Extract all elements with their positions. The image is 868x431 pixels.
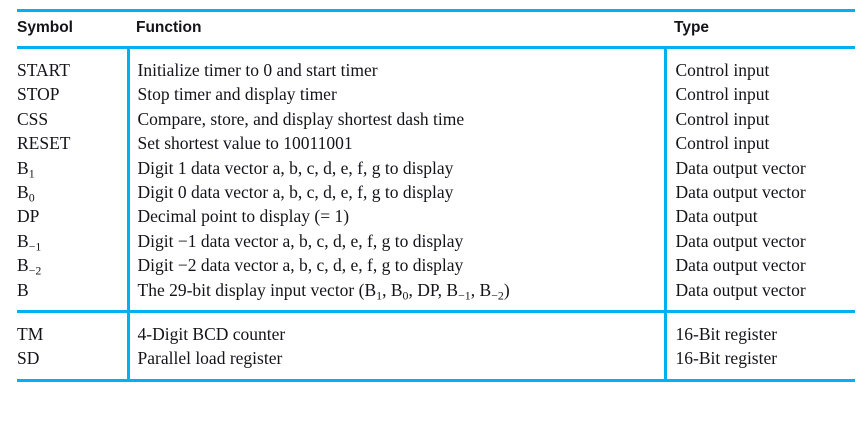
table-row: B1 Digit 1 data vector a, b, c, d, e, f, …	[17, 155, 855, 181]
cell-type: Data output vector	[663, 155, 855, 181]
column-header-function: Function	[136, 19, 202, 36]
cell-type: Data output vector	[663, 180, 855, 205]
cell-symbol: STOP	[17, 84, 60, 105]
table-row: B0 Digit 0 data vector a, b, c, d, e, f, …	[17, 180, 855, 205]
cell-symbol: B	[17, 279, 29, 300]
cell-function: 4-Digit BCD counter	[126, 322, 665, 347]
cell-type: Control input	[663, 82, 855, 107]
cell-symbol: B0	[17, 182, 35, 205]
section-top-spacer	[17, 49, 855, 58]
cell-function: Stop timer and display timer	[126, 82, 665, 107]
cell-function: Decimal point to display (= 1)	[126, 204, 665, 229]
cell-symbol: B1	[17, 157, 35, 180]
cell-symbol: B−2	[17, 255, 42, 278]
cell-function: Digit −1 data vector a, b, c, d, e, f, g…	[126, 228, 665, 254]
symbol-function-type-table: Symbol Function Type START Initialize tim…	[17, 9, 855, 383]
column-header-symbol: Symbol	[17, 19, 73, 36]
table-row: B The 29-bit display input vector (B1, B0…	[17, 277, 855, 303]
symbol-subscript: −1	[28, 239, 42, 254]
cell-symbol: TM	[17, 324, 44, 345]
section2-top-spacer	[17, 313, 855, 323]
cell-symbol: START	[17, 60, 70, 80]
inline-subscript: −1	[458, 287, 471, 302]
table-section-control-and-data: START Initialize timer to 0 and start tim…	[17, 49, 855, 303]
cell-type: Data output vector	[663, 228, 855, 254]
cell-function: Digit 1 data vector a, b, c, d, e, f, g …	[126, 155, 665, 181]
cell-function: The 29-bit display input vector (B1, B0,…	[126, 277, 665, 303]
cell-type: Data output vector	[663, 253, 855, 278]
spec-table-container: Symbol Function Type START Initialize tim…	[17, 9, 855, 383]
table-row: DP Decimal point to display (= 1)Data out…	[17, 204, 855, 229]
column-header-type: Type	[674, 19, 710, 36]
symbol-subscript: −2	[28, 263, 42, 278]
table-row: B−1 Digit −1 data vector a, b, c, d, e, f…	[17, 228, 855, 254]
section-separator-rule	[17, 310, 855, 314]
section-bottom-spacer	[17, 302, 855, 312]
table-row: START Initialize timer to 0 and start tim…	[17, 58, 855, 83]
inline-subscript: −2	[491, 287, 504, 302]
cell-symbol: SD	[17, 348, 40, 369]
cell-type: Control input	[663, 131, 855, 156]
header-separator-rule	[17, 46, 855, 50]
cell-function: Initialize timer to 0 and start timer	[126, 58, 665, 83]
cell-symbol: DP	[17, 206, 40, 227]
symbol-subscript: 0	[28, 190, 35, 205]
cell-type: Control input	[663, 106, 855, 132]
inline-subscript: 0	[402, 287, 409, 302]
cell-symbol: CSS	[17, 108, 49, 129]
cell-symbol: B−1	[17, 230, 42, 254]
table-footer-group	[17, 370, 855, 383]
section2-bottom-spacer	[17, 370, 855, 381]
cell-function: Digit −2 data vector a, b, c, d, e, f, g…	[126, 253, 665, 278]
table-row: B−2 Digit −2 data vector a, b, c, d, e, f…	[17, 253, 855, 278]
cell-function: Digit 0 data vector a, b, c, d, e, f, g …	[126, 180, 665, 205]
cell-type: Control input	[663, 58, 855, 83]
inline-subscript: 1	[376, 287, 383, 302]
cell-type: 16-Bit register	[663, 346, 855, 371]
cell-function: Compare, store, and display shortest das…	[126, 106, 665, 132]
cell-function: Set shortest value to 10011001	[126, 131, 665, 156]
cell-type: Data output vector	[663, 277, 855, 303]
symbol-subscript: 1	[28, 165, 35, 180]
cell-type: 16-Bit register	[663, 322, 855, 347]
header-row: Symbol Function Type	[17, 12, 855, 48]
table-bottom-rule	[17, 379, 855, 383]
table-top-rule	[17, 9, 855, 13]
cell-function: Parallel load register	[126, 346, 665, 371]
table-header: Symbol Function Type	[17, 9, 855, 50]
section-separator-group	[17, 302, 855, 314]
table-row: CSS Compare, store, and display shortest …	[17, 106, 855, 132]
cell-symbol: RESET	[17, 133, 71, 154]
cell-type: Data output	[663, 204, 855, 229]
